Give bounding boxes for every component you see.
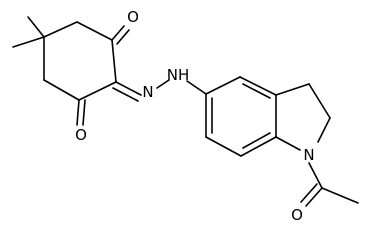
ketone-oxygen-top-label: O [127, 8, 139, 26]
nh-aryl-bond [186, 80, 207, 95]
acetyl-oxygen-label: O [291, 206, 303, 224]
cyclohexanedione-ring [43, 21, 117, 101]
ketone-carbonyl-top [111, 25, 130, 45]
hydrazine-nh-label: NH [167, 66, 190, 84]
azo-nitrogen-label: N [142, 83, 153, 101]
acetyl-group [300, 162, 359, 207]
indoline-nitrogen-label: N [303, 146, 314, 164]
ketone-carbonyl-bottom [76, 99, 86, 126]
structure-canvas: O O N NH N O [12, 8, 359, 224]
n-nh-bond [156, 79, 170, 89]
ketone-oxygen-bottom-label: O [75, 126, 87, 144]
pyrroline-ring [275, 83, 331, 151]
hydrazone-double-bond [112, 81, 142, 102]
molecule-structure: O O N NH N O [12, 8, 359, 224]
gem-dimethyl-group [12, 16, 45, 48]
benzene-ring [205, 76, 277, 157]
